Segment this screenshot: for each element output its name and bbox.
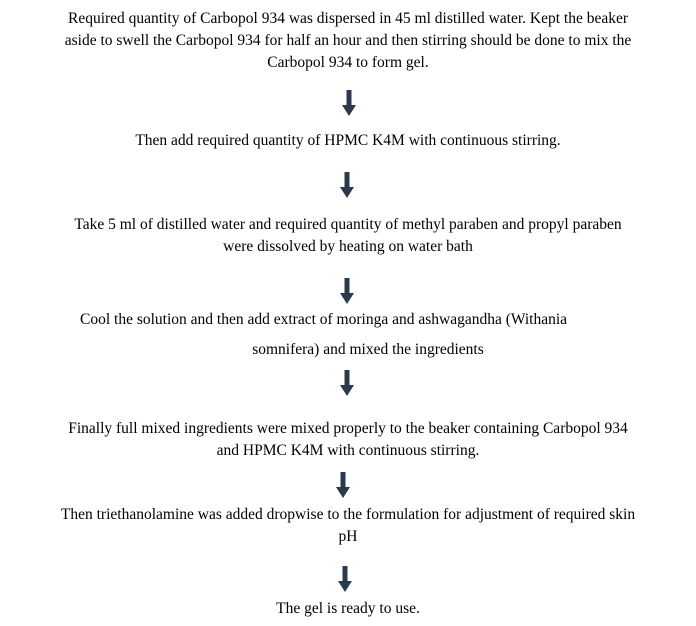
flow-step-4-line-1: Cool the solution and then add extract o… <box>80 311 568 328</box>
flow-step-3: Take 5 ml of distilled water and require… <box>10 214 686 258</box>
down-arrow-icon <box>340 278 354 304</box>
flow-step-1-line-2: aside to swell the Carbopol 934 for half… <box>64 32 632 49</box>
down-arrow-icon <box>338 566 352 592</box>
down-arrow-icon <box>336 472 350 498</box>
flow-step-6-line-2: pH <box>338 528 358 545</box>
flow-step-5-line-1: Finally full mixed ingredients were mixe… <box>68 420 628 437</box>
flow-step-5-line-2: and HPMC K4M with continuous stirring. <box>216 442 480 459</box>
flow-step-2-line-1: Then add required quantity of HPMC K4M w… <box>135 132 561 149</box>
flow-step-6: Then triethanolamine was added dropwise … <box>6 504 690 548</box>
flow-step-1-line-1: Required quantity of Carbopol 934 was di… <box>67 10 629 27</box>
flow-step-7-line-1: The gel is ready to use. <box>276 600 420 617</box>
flow-step-3-line-1: Take 5 ml of distilled water and require… <box>74 216 622 233</box>
flow-step-3-line-2: were dissolved by heating on water bath <box>223 238 473 255</box>
flow-step-1-line-3: Carbopol 934 to form gel. <box>267 54 429 71</box>
flow-step-7: The gel is ready to use. <box>10 598 686 620</box>
flow-step-1: Required quantity of Carbopol 934 was di… <box>10 8 686 74</box>
down-arrow-icon <box>342 90 356 116</box>
flow-step-4: Cool the solution and then add extract o… <box>10 309 686 361</box>
flow-step-6-line-1: Then triethanolamine was added dropwise … <box>60 506 636 523</box>
flow-step-5: Finally full mixed ingredients were mixe… <box>10 418 686 462</box>
flow-step-2: Then add required quantity of HPMC K4M w… <box>10 130 686 152</box>
down-arrow-icon <box>340 370 354 396</box>
down-arrow-icon <box>340 172 354 198</box>
flow-step-4-line-2: somnifera) and mixed the ingredients <box>252 341 484 358</box>
